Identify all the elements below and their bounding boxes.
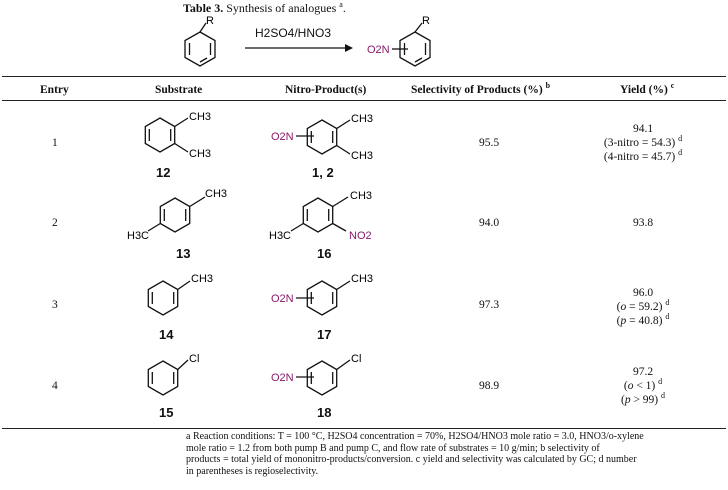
- yield-4-detail-a: (o < 1) d: [623, 377, 663, 392]
- scheme-arrowhead: [345, 44, 353, 52]
- compound-label-13: 13: [176, 246, 191, 261]
- substrate-15-structure: Cl: [147, 353, 199, 396]
- header-rule: [2, 100, 726, 101]
- yield-3-value: 96.0: [632, 287, 654, 299]
- scheme-r-label: R: [206, 15, 214, 27]
- yield-1-detail-b: (4-nitro = 45.7) d: [603, 148, 683, 163]
- entry-4: 4: [52, 380, 58, 392]
- header-substrate: Substrate: [155, 84, 203, 96]
- compound-label-16: 16: [317, 246, 332, 261]
- top-rule: [2, 76, 726, 77]
- selectivity-4: 98.9: [479, 380, 500, 392]
- substrate-12-ch3-a: CH3: [189, 111, 211, 123]
- product-16-structure: CH3 H3C NO2: [269, 190, 372, 242]
- product-17-structure: CH3 O2N: [271, 273, 373, 316]
- table-caption: Table 3. Synthesis of analogues a.: [183, 0, 346, 16]
- yield-4: 97.2 (o < 1) d (p > 99) d: [583, 365, 703, 407]
- substrate-14-ch3: CH3: [191, 273, 213, 285]
- yield-3-detail-b: (p = 40.8) d: [616, 312, 670, 327]
- table-footnotes: a Reaction conditions: T = 100 °C, H2SO4…: [186, 431, 722, 477]
- yield-4-detail-b: (p > 99) d: [620, 391, 666, 406]
- header-yield-text: Yield (%): [620, 84, 668, 96]
- scheme-product-ring: [392, 22, 431, 67]
- product-1-2-structure: CH3 CH3 O2N: [271, 113, 373, 162]
- substrate-12-structure: CH3 CH3: [144, 111, 211, 160]
- header-yield: Yield (%) c: [620, 81, 675, 96]
- bottom-rule: [2, 428, 726, 429]
- scheme-reactant-ring: [184, 22, 216, 67]
- substrate-15-cl: Cl: [189, 353, 199, 365]
- yield-1-value: 94.1: [632, 123, 654, 135]
- scheme-o2n-label: O2N: [367, 44, 390, 56]
- header-entry: Entry: [40, 84, 69, 96]
- compound-label-1-2: 1, 2: [312, 165, 334, 180]
- yield-2: 93.8: [632, 217, 654, 229]
- substrate-13-ch3: CH3: [205, 188, 227, 200]
- structures-layer: CH3 CH3 CH3 CH3 O2N CH3 H3C CH3 H3C NO2 …: [127, 111, 373, 396]
- yield-4-value: 97.2: [632, 366, 654, 378]
- product-18-structure: Cl O2N: [271, 353, 361, 396]
- substrate-14-structure: CH3: [147, 273, 213, 316]
- header-selectivity-mark: b: [545, 81, 551, 91]
- yield-3: 96.0 (o = 59.2) d (p = 40.8) d: [583, 286, 703, 328]
- product-1-ch3-a: CH3: [351, 113, 373, 125]
- header-selectivity: Selectivity of Products (%) b: [411, 81, 551, 96]
- product-17-o2n: O2N: [271, 293, 294, 305]
- substrate-13-h3c: H3C: [127, 230, 149, 242]
- footnote-line-4: in parentheses is regioselectivity.: [186, 465, 319, 477]
- compound-label-12: 12: [156, 165, 171, 180]
- selectivity-1: 95.5: [479, 137, 500, 149]
- product-1-o2n: O2N: [271, 131, 294, 143]
- yield-1-detail-a: (3-nitro = 54.3) d: [603, 134, 683, 149]
- entry-2: 2: [52, 217, 58, 229]
- caption-mark: a: [339, 0, 343, 9]
- product-16-h3c: H3C: [269, 230, 291, 242]
- scheme-reagent: H2SO4/HNO3: [255, 26, 332, 40]
- compound-label-17: 17: [317, 327, 332, 342]
- product-17-ch3: CH3: [351, 273, 373, 285]
- product-1-ch3-b: CH3: [351, 150, 373, 162]
- product-16-ch3: CH3: [350, 190, 372, 202]
- yield-1: 94.1 (3-nitro = 54.3) d (4-nitro = 45.7)…: [583, 122, 703, 164]
- caption-text: Synthesis of analogues: [226, 1, 337, 15]
- product-16-no2: NO2: [349, 230, 372, 242]
- product-18-cl: Cl: [351, 353, 361, 365]
- compound-label-14: 14: [159, 327, 174, 342]
- entry-3: 3: [52, 299, 58, 311]
- selectivity-3: 97.3: [479, 299, 500, 311]
- footnote-line-2: mole ratio = 1.2 from both pump B and pu…: [186, 442, 600, 454]
- entry-1: 1: [52, 137, 58, 149]
- compound-label-18: 18: [317, 405, 332, 420]
- substrate-13-structure: CH3 H3C: [127, 188, 227, 242]
- reaction-scheme: R R O2N: [184, 15, 431, 67]
- caption-label: Table 3.: [183, 1, 224, 15]
- footnote-line-3: products = total yield of mononitro-prod…: [186, 454, 637, 465]
- compound-label-15: 15: [159, 405, 174, 420]
- header-yield-mark: c: [670, 81, 675, 91]
- header-selectivity-text: Selectivity of Products (%): [411, 84, 543, 96]
- substrate-12-ch3-b: CH3: [189, 148, 211, 160]
- product-18-o2n: O2N: [271, 372, 294, 384]
- footnote-line-1: a Reaction conditions: T = 100 °C, H2SO4…: [186, 431, 644, 442]
- selectivity-2: 94.0: [479, 217, 500, 229]
- header-product: Nitro-Product(s): [285, 84, 367, 96]
- yield-3-detail-a: (o = 59.2) d: [616, 298, 670, 313]
- scheme-product-r-label: R: [422, 15, 430, 27]
